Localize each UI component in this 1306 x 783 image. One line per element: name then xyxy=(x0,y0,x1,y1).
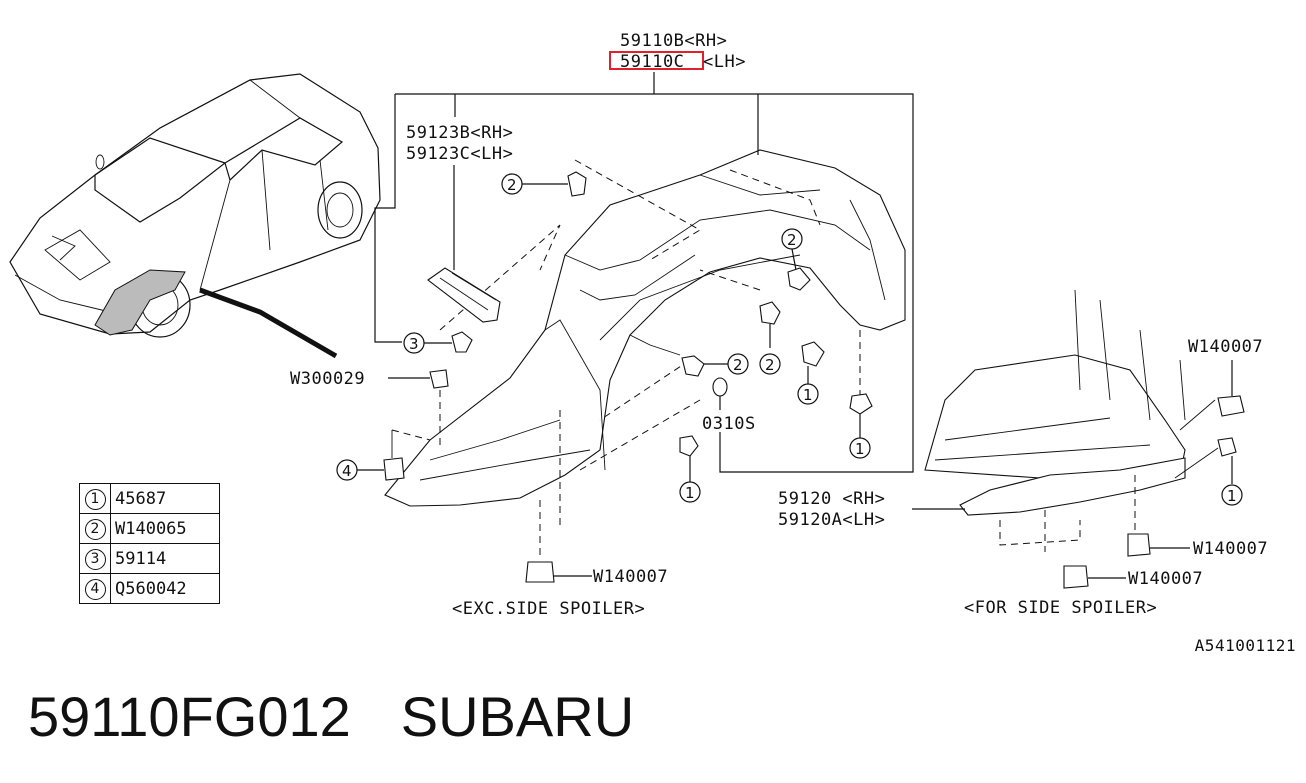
figure-id: A541001121 xyxy=(1194,636,1296,655)
legend-code: W140065 xyxy=(110,513,220,544)
legend-code: 45687 xyxy=(110,483,220,514)
label-w140007-bottom-right: W140007 xyxy=(1128,569,1203,589)
svg-text:3: 3 xyxy=(409,335,419,353)
svg-text:1: 1 xyxy=(685,484,695,502)
bolt-q560042: 4 xyxy=(336,429,431,481)
caption-for-side-spoiler: <FOR SIDE SPOILER> xyxy=(964,598,1157,618)
legend-marker: 4 xyxy=(84,578,106,600)
legend-code: Q560042 xyxy=(110,573,220,604)
legend-marker: 1 xyxy=(84,488,106,510)
svg-text:1: 1 xyxy=(803,386,813,404)
svg-text:2: 2 xyxy=(765,356,775,374)
caption-exc-side-spoiler: <EXC.SIDE SPOILER> xyxy=(452,599,645,619)
fender-liner-exc-side-spoiler xyxy=(384,149,906,525)
brand-name: SUBARU xyxy=(400,685,635,748)
legend-code: 59114 xyxy=(110,543,220,574)
label-59110b: 59110B<RH> xyxy=(620,31,727,51)
legend-table: 1 45687 2 W140065 3 59114 4 Q560042 xyxy=(79,483,220,604)
svg-text:2: 2 xyxy=(787,231,797,249)
legend-marker: 2 xyxy=(84,518,106,540)
bolt-w140007-bottom-right: W140007 xyxy=(1063,565,1203,589)
washer-0310s: 0310S xyxy=(702,377,756,434)
callout-w140007-top-right: W140007 xyxy=(1188,337,1263,417)
label-0310s: 0310S xyxy=(702,414,756,434)
callout-59123: 59123B<RH> 59123C<LH> xyxy=(406,123,513,323)
legend-row: 2 W140065 xyxy=(79,513,220,544)
fastener-w140065-top: 2 xyxy=(501,171,587,197)
label-w140007-top-right: W140007 xyxy=(1188,337,1263,357)
fastener-w140065-right: 2 2 2 xyxy=(681,228,811,377)
bolt-w140007-left: W140007 xyxy=(525,500,668,587)
svg-text:2: 2 xyxy=(733,356,743,374)
label-59123b: 59123B<RH> xyxy=(406,123,513,143)
svg-text:1: 1 xyxy=(855,440,865,458)
footer-title: 59110FG012 SUBARU xyxy=(28,684,634,749)
label-59110c-side: <LH> xyxy=(703,52,746,72)
svg-text:2: 2 xyxy=(507,176,517,194)
svg-text:1: 1 xyxy=(1227,487,1237,505)
label-59120a: 59120A<LH> xyxy=(778,510,885,530)
legend-row: 3 59114 xyxy=(79,543,220,574)
fastener-59114: 3 xyxy=(403,331,473,354)
part-number: 59110FG012 xyxy=(28,685,351,748)
label-59120: 59120 <RH> xyxy=(778,489,885,509)
legend-row: 1 45687 xyxy=(79,483,220,514)
legend-row: 4 Q560042 xyxy=(79,573,220,604)
bolt-w140007-mid-right: W140007 xyxy=(1127,533,1268,559)
fastener-45687-cluster: 1 1 1 xyxy=(679,330,873,503)
legend-marker: 3 xyxy=(84,548,106,570)
label-w140007-left: W140007 xyxy=(593,567,668,587)
svg-text:4: 4 xyxy=(342,462,352,480)
car-illustration xyxy=(9,73,381,359)
fastener-45687-right: 1 xyxy=(1217,437,1243,506)
highlight-box xyxy=(609,51,704,70)
label-59123c: 59123C<LH> xyxy=(406,144,513,164)
fender-liner-for-side-spoiler xyxy=(924,289,1219,552)
clip-w300029: W300029 xyxy=(290,369,449,448)
callout-59120: 59120 <RH> 59120A<LH> xyxy=(778,489,965,530)
label-w140007-mid-right: W140007 xyxy=(1193,539,1268,559)
label-w300029: W300029 xyxy=(290,369,365,389)
top-callout: 59110B<RH> 59110C <LH> xyxy=(374,31,914,473)
label-59110c-code: 59110C xyxy=(620,52,684,72)
